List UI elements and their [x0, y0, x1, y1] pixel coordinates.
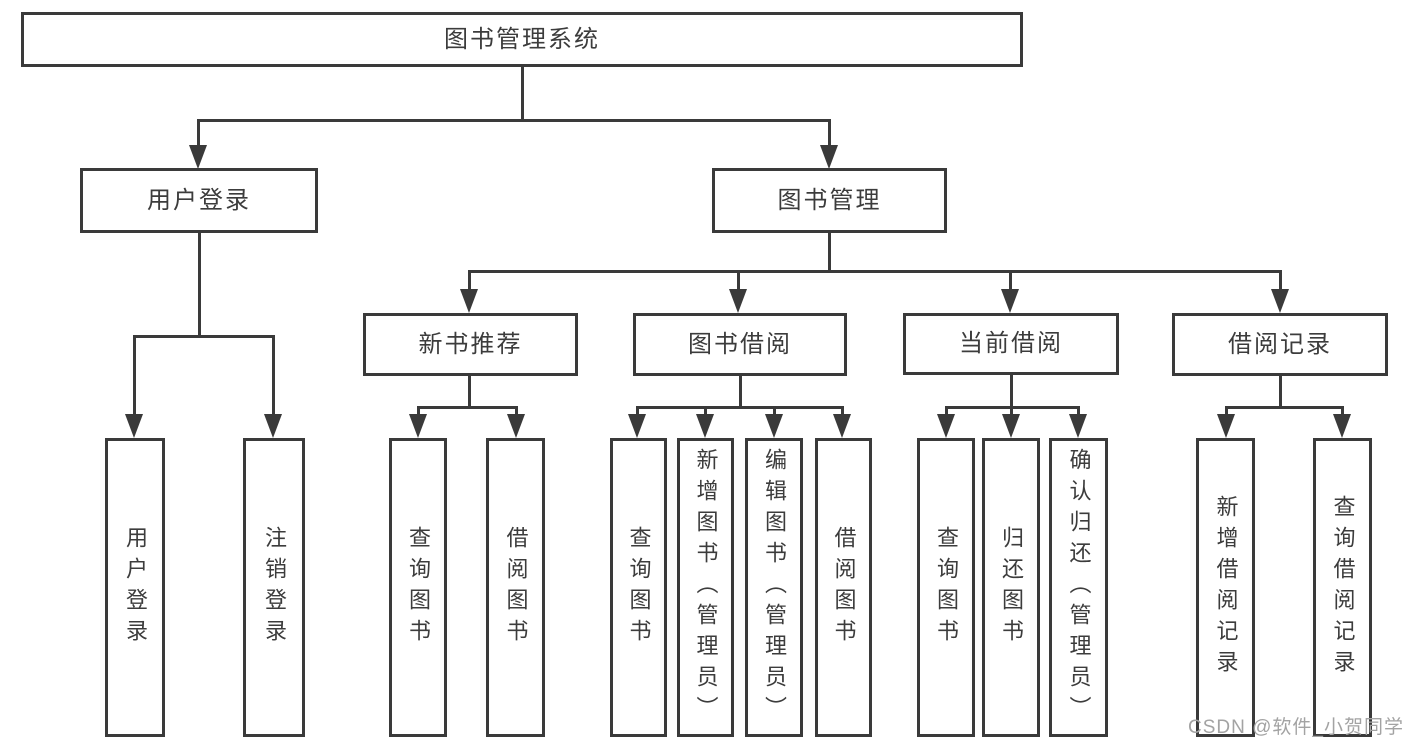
- connector-line-horizontal: [1225, 405, 1343, 409]
- leaf-current-search-books-label: 查询图书: [934, 525, 959, 650]
- arrowhead-down-icon: [1217, 414, 1235, 438]
- connector-line-vertical: [271, 335, 275, 417]
- leaf-current-confirm-return: 确认归还（管理员）: [1049, 438, 1108, 737]
- node-book-management-label: 图书管理: [777, 186, 882, 214]
- connector-line-vertical: [736, 270, 740, 291]
- connector-line-vertical: [467, 375, 471, 408]
- arrowhead-down-icon: [1271, 289, 1289, 313]
- connector-line-horizontal: [417, 405, 517, 409]
- leaf-borrowing-borrow-books-label: 借阅图书: [831, 525, 857, 650]
- connector-line-vertical: [467, 270, 471, 291]
- leaf-borrowing-add-books: 新增图书（管理员）: [677, 438, 734, 737]
- arrowhead-down-icon: [628, 414, 646, 438]
- connector-line-vertical: [827, 119, 831, 147]
- leaf-borrowing-edit-books: 编辑图书（管理员）: [745, 438, 803, 737]
- leaf-recommend-borrow-books-label: 借阅图书: [503, 525, 529, 650]
- node-book-borrowing-label: 图书借阅: [688, 330, 792, 358]
- node-book-management: 图书管理: [712, 168, 947, 233]
- leaf-logout: 注销登录: [243, 438, 305, 737]
- node-borrowing-records-label: 借阅记录: [1228, 330, 1332, 358]
- connector-line-vertical: [738, 375, 742, 408]
- leaf-current-confirm-return-label: 确认归还（管理员）: [1066, 448, 1092, 727]
- csdn-watermark: CSDN @软件_小贺同学: [1188, 717, 1404, 738]
- connector-line-vertical: [703, 406, 707, 417]
- leaf-borrowing-search-books: 查询图书: [610, 438, 667, 737]
- arrowhead-down-icon: [264, 414, 282, 438]
- leaf-recommend-search-books: 查询图书: [389, 438, 447, 737]
- node-library-system: 图书管理系统: [21, 12, 1023, 67]
- leaf-records-search-record: 查询借阅记录: [1313, 438, 1372, 737]
- connector-line-vertical: [197, 233, 201, 337]
- arrowhead-down-icon: [765, 414, 783, 438]
- connector-line-vertical: [1009, 374, 1013, 408]
- node-book-borrowing: 图书借阅: [633, 313, 847, 376]
- leaf-logout-label: 注销登录: [262, 525, 287, 650]
- arrowhead-down-icon: [1333, 414, 1351, 438]
- connector-line-horizontal: [945, 405, 1079, 409]
- arrowhead-down-icon: [189, 145, 207, 169]
- leaf-current-return-books: 归还图书: [982, 438, 1040, 737]
- connector-line-vertical: [944, 406, 948, 417]
- connector-line-horizontal: [468, 269, 1281, 273]
- leaf-records-add-record: 新增借阅记录: [1196, 438, 1255, 737]
- arrowhead-down-icon: [1069, 414, 1087, 438]
- leaf-records-search-record-label: 查询借阅记录: [1330, 494, 1356, 681]
- arrowhead-down-icon: [1002, 414, 1020, 438]
- connector-line-horizontal: [636, 405, 843, 409]
- arrowhead-down-icon: [409, 414, 427, 438]
- arrowhead-down-icon: [696, 414, 714, 438]
- connector-line-vertical: [1008, 270, 1012, 291]
- node-new-book-recommend-label: 新书推荐: [418, 330, 523, 358]
- connector-line-vertical: [840, 406, 844, 417]
- arrowhead-down-icon: [729, 289, 747, 313]
- leaf-user-login: 用户登录: [105, 438, 165, 737]
- leaf-borrowing-borrow-books: 借阅图书: [815, 438, 872, 737]
- node-borrowing-records: 借阅记录: [1172, 313, 1388, 376]
- arrowhead-down-icon: [460, 289, 478, 313]
- leaf-borrowing-edit-books-label: 编辑图书（管理员）: [762, 448, 787, 727]
- arrowhead-down-icon: [125, 414, 143, 438]
- connector-line-vertical: [132, 335, 136, 417]
- connector-line-vertical: [416, 406, 420, 417]
- connector-line-vertical: [1009, 406, 1013, 417]
- leaf-records-add-record-label: 新增借阅记录: [1213, 494, 1239, 681]
- connector-line-vertical: [514, 406, 518, 417]
- connector-line-vertical: [520, 66, 524, 121]
- connector-line-vertical: [827, 233, 831, 272]
- leaf-current-return-books-label: 归还图书: [999, 525, 1024, 650]
- connector-line-horizontal: [197, 118, 830, 122]
- arrowhead-down-icon: [1001, 289, 1019, 313]
- leaf-user-login-label: 用户登录: [123, 525, 148, 650]
- connector-line-vertical: [1076, 406, 1080, 417]
- arrowhead-down-icon: [937, 414, 955, 438]
- leaf-current-search-books: 查询图书: [917, 438, 975, 737]
- arrowhead-down-icon: [833, 414, 851, 438]
- node-library-system-label: 图书管理系统: [444, 25, 600, 53]
- node-current-borrowing: 当前借阅: [903, 313, 1119, 375]
- connector-line-horizontal: [133, 334, 274, 338]
- leaf-borrowing-search-books-label: 查询图书: [626, 525, 652, 650]
- node-user-login-label: 用户登录: [147, 186, 251, 214]
- connector-line-vertical: [1278, 270, 1282, 291]
- leaf-recommend-search-books-label: 查询图书: [406, 525, 431, 650]
- leaf-recommend-borrow-books: 借阅图书: [486, 438, 545, 737]
- connector-line-vertical: [772, 406, 776, 417]
- connector-line-vertical: [635, 406, 639, 417]
- arrowhead-down-icon: [820, 145, 838, 169]
- arrowhead-down-icon: [507, 414, 525, 438]
- connector-line-vertical: [1224, 406, 1228, 417]
- connector-line-vertical: [1340, 406, 1344, 417]
- connector-line-vertical: [1278, 375, 1282, 408]
- node-current-borrowing-label: 当前借阅: [959, 330, 1063, 357]
- connector-line-vertical: [196, 119, 200, 147]
- node-new-book-recommend: 新书推荐: [363, 313, 578, 376]
- leaf-borrowing-add-books-label: 新增图书（管理员）: [693, 448, 719, 727]
- node-user-login: 用户登录: [80, 168, 318, 233]
